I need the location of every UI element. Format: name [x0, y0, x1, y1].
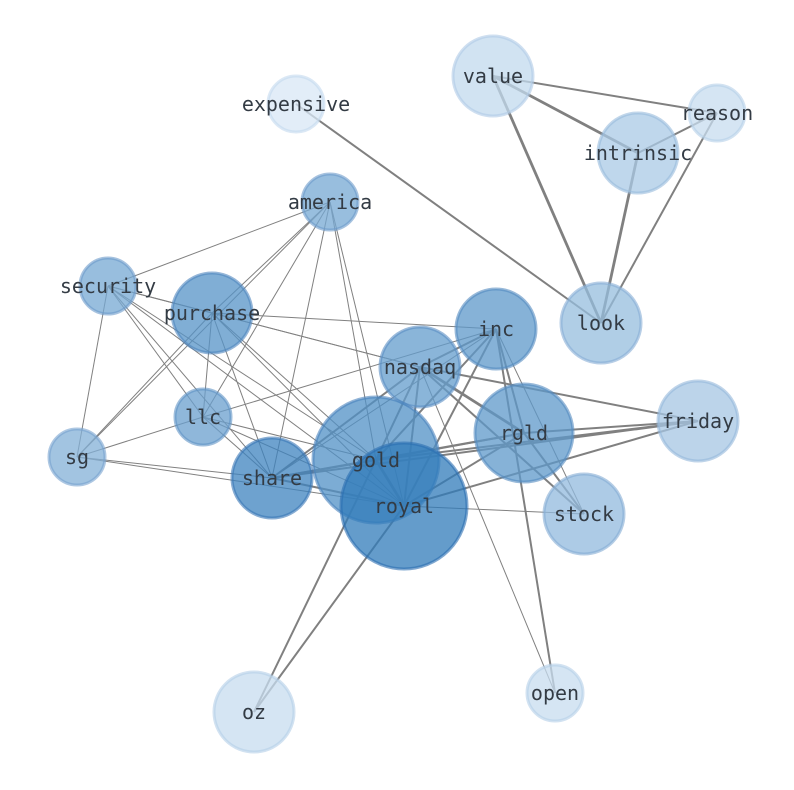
node-sg [47, 427, 107, 487]
node-layer [47, 34, 747, 754]
node-label-expensive: expensive [242, 92, 350, 116]
node-inc [454, 287, 538, 371]
node-label-share: share [242, 466, 302, 490]
node-oz [212, 670, 296, 754]
node-label-america: america [288, 190, 372, 214]
edge-nasdaq-friday [419, 366, 699, 422]
node-open [525, 663, 585, 723]
node-label-llc: llc [185, 405, 221, 429]
node-royal [339, 441, 469, 571]
node-expensive [266, 74, 326, 134]
node-security [78, 256, 138, 316]
node-friday [656, 379, 740, 463]
node-intrinsic [596, 111, 680, 195]
node-america [300, 172, 360, 232]
node-look [559, 281, 643, 365]
node-label-reason: reason [681, 101, 753, 125]
edge-america-security [107, 201, 331, 287]
node-label-open: open [531, 681, 579, 705]
edge-value-look [491, 75, 603, 324]
node-label-oz: oz [242, 700, 266, 724]
edge-expensive-look [295, 103, 602, 324]
edge-nasdaq-open [419, 366, 556, 694]
node-label-value: value [463, 64, 523, 88]
edge-america-llc [202, 201, 331, 418]
node-label-nasdaq: nasdaq [384, 355, 456, 379]
node-label-sg: sg [65, 445, 89, 469]
node-stock [542, 472, 626, 556]
node-reason [687, 83, 747, 143]
node-rgld [473, 382, 575, 484]
node-label-friday: friday [662, 409, 734, 433]
edge-purchase-inc [211, 312, 497, 330]
node-nasdaq [378, 325, 462, 409]
node-llc [173, 387, 233, 447]
node-label-inc: inc [478, 317, 514, 341]
edge-america-share [271, 201, 331, 479]
node-label-royal: royal [374, 494, 434, 518]
node-label-security: security [60, 274, 156, 298]
node-value [451, 34, 535, 118]
node-label-intrinsic: intrinsic [584, 141, 692, 165]
node-label-rgld: rgld [500, 421, 548, 445]
node-label-stock: stock [554, 502, 614, 526]
node-label-look: look [577, 311, 625, 335]
node-label-gold: gold [352, 448, 400, 472]
edge-security-share [107, 285, 273, 479]
label-layer: value reason expensive intrinsic america secu… [60, 64, 753, 724]
node-label-purchase: purchase [164, 301, 260, 325]
node-share [230, 436, 314, 520]
node-purchase [170, 271, 254, 355]
